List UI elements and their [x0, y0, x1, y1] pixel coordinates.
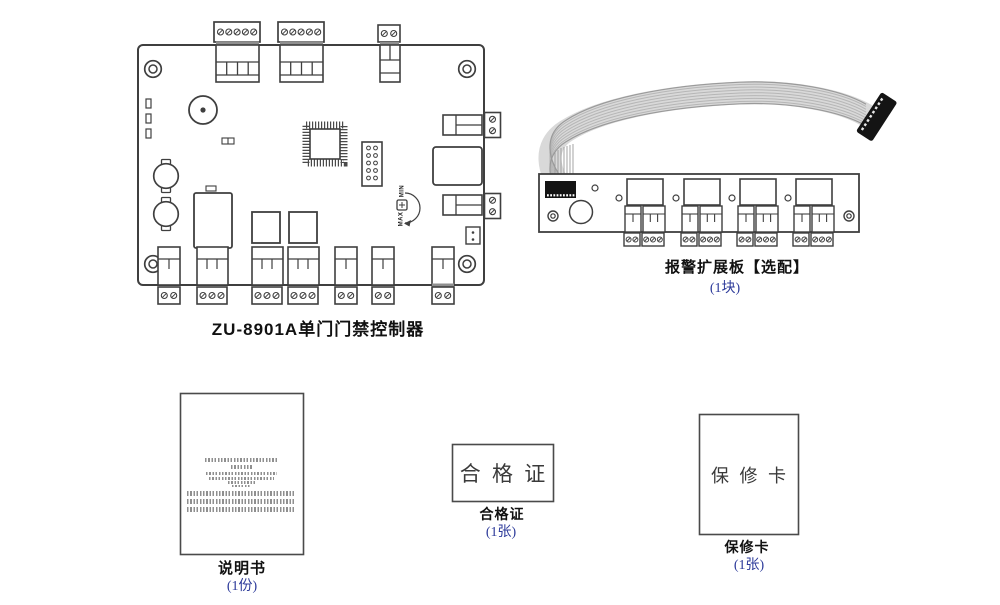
- relay: [626, 178, 664, 206]
- smd-component: [221, 137, 235, 145]
- led: [784, 194, 792, 202]
- manual-quantity: (1份): [226, 579, 258, 594]
- mounting-hole: [457, 59, 477, 79]
- led: [615, 194, 623, 202]
- terminal-block-2pin: [681, 233, 697, 246]
- certificate-card-text: 合 格 证: [459, 462, 549, 486]
- relay: [251, 211, 281, 244]
- idc-socket: [545, 181, 576, 198]
- certificate-label: 合格证: [479, 506, 525, 522]
- controller-label: ZU-8901A单门门禁控制器: [211, 320, 425, 339]
- warranty-card-text: 保 修 卡: [711, 466, 789, 486]
- terminal-block-2pin: [793, 233, 809, 246]
- mounting-hole: [143, 59, 163, 79]
- jumper-2pin: [465, 226, 481, 245]
- led: [591, 184, 599, 192]
- siren-buzzer: [568, 199, 594, 225]
- buzzer: [188, 95, 218, 125]
- terminal-block-3pin: [811, 233, 833, 246]
- led: [672, 194, 680, 202]
- certificate-card: [451, 443, 555, 503]
- manual-text-line: [206, 472, 277, 475]
- terminal-block-2pin: [378, 25, 400, 42]
- terminal-block-2pin: [335, 287, 357, 304]
- relay: [432, 146, 483, 186]
- terminal-block-2pin: [432, 287, 454, 304]
- manual-text-line: [187, 491, 296, 496]
- terminal-block-5pin: [214, 22, 260, 42]
- warranty-label: 保修卡: [724, 539, 770, 555]
- manual-text-line: [187, 499, 296, 504]
- warranty-card: [698, 413, 800, 536]
- expansion-board-quantity: (1块): [709, 281, 741, 296]
- relay: [683, 178, 721, 206]
- mounting-hole: [457, 254, 477, 274]
- terminal-block-2pin: [372, 287, 394, 304]
- led: [728, 194, 736, 202]
- terminal-block-2pin: [485, 194, 501, 219]
- volume-potentiometer: [396, 192, 421, 227]
- relay: [739, 178, 777, 206]
- certificate-quantity: (1张): [485, 525, 517, 540]
- terminal-block-3pin: [288, 287, 318, 304]
- terminal-block-3pin: [699, 233, 721, 246]
- terminal-block-3pin: [755, 233, 777, 246]
- terminal-block-2pin: [624, 233, 640, 246]
- ribbon-cable: [538, 81, 897, 204]
- mounting-hole: [843, 210, 855, 222]
- cable-end-connector: [856, 92, 897, 141]
- manual-text-block: [181, 394, 302, 553]
- pot-min-marking: MIN: [399, 184, 406, 198]
- terminal-block-3pin: [642, 233, 664, 246]
- expansion-board-label: 报警扩展板【选配】: [664, 259, 810, 276]
- expansion-board-illustration: [538, 81, 897, 246]
- manual-text-line: [209, 476, 274, 480]
- terminal-block-5pin: [278, 22, 324, 42]
- terminal-block-3pin: [197, 287, 227, 304]
- pin-header: [361, 141, 383, 187]
- manual-text-line: [187, 507, 296, 512]
- terminal-block-2pin: [737, 233, 753, 246]
- manual-text-line: [228, 481, 255, 484]
- manual-text-line: [205, 458, 277, 462]
- manual-label: 说明书: [217, 560, 267, 577]
- pot-max-marking: MAX: [398, 211, 405, 227]
- relay: [288, 211, 318, 244]
- relay: [795, 178, 833, 206]
- terminal-block-2pin: [485, 113, 501, 138]
- controller-board-illustration: [137, 22, 501, 304]
- mounting-hole: [547, 210, 559, 222]
- manual-text-line: [231, 465, 252, 469]
- terminal-block-2pin: [158, 287, 180, 304]
- mcu-chip: [302, 121, 348, 167]
- terminal-block-3pin: [252, 287, 282, 304]
- warranty-quantity: (1张): [733, 558, 765, 573]
- relay-large: [193, 192, 233, 249]
- manual-text-line: [232, 485, 251, 487]
